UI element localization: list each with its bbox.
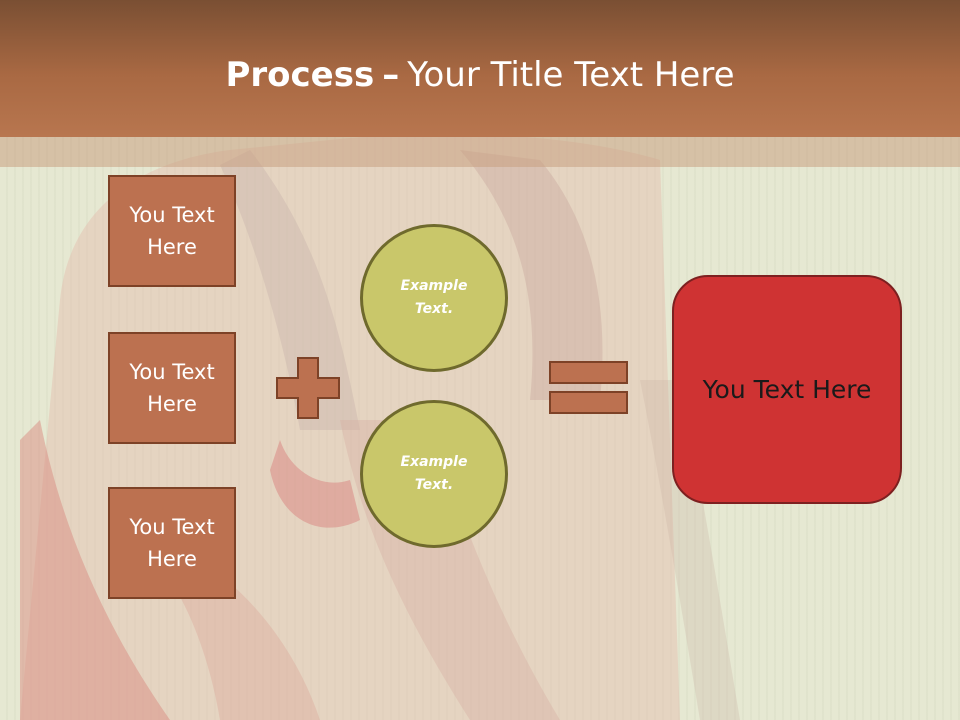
title-bold: Process — [225, 55, 375, 95]
input-box-2: You Text Here — [108, 332, 236, 444]
example-circle-1: Example Text. — [360, 224, 508, 372]
title-rest: Your Title Text Here — [407, 55, 735, 95]
input-box-3: You Text Here — [108, 487, 236, 599]
header-bar — [0, 0, 960, 137]
example-circle-1-label: Example Text. — [400, 278, 468, 317]
input-box-3-label: You Text Here — [129, 515, 215, 571]
example-circle-2-label: Example Text. — [400, 454, 468, 493]
plus-icon — [276, 357, 340, 419]
header-band — [0, 137, 960, 167]
input-box-1-label: You Text Here — [129, 203, 215, 259]
result-box: You Text Here — [672, 275, 902, 504]
equals-icon — [549, 361, 628, 414]
title-separator: – — [382, 55, 400, 95]
result-box-label: You Text Here — [702, 375, 872, 404]
input-box-2-label: You Text Here — [129, 360, 215, 416]
input-box-1: You Text Here — [108, 175, 236, 287]
slide-title: Process–Your Title Text Here — [0, 52, 960, 98]
example-circle-2: Example Text. — [360, 400, 508, 548]
